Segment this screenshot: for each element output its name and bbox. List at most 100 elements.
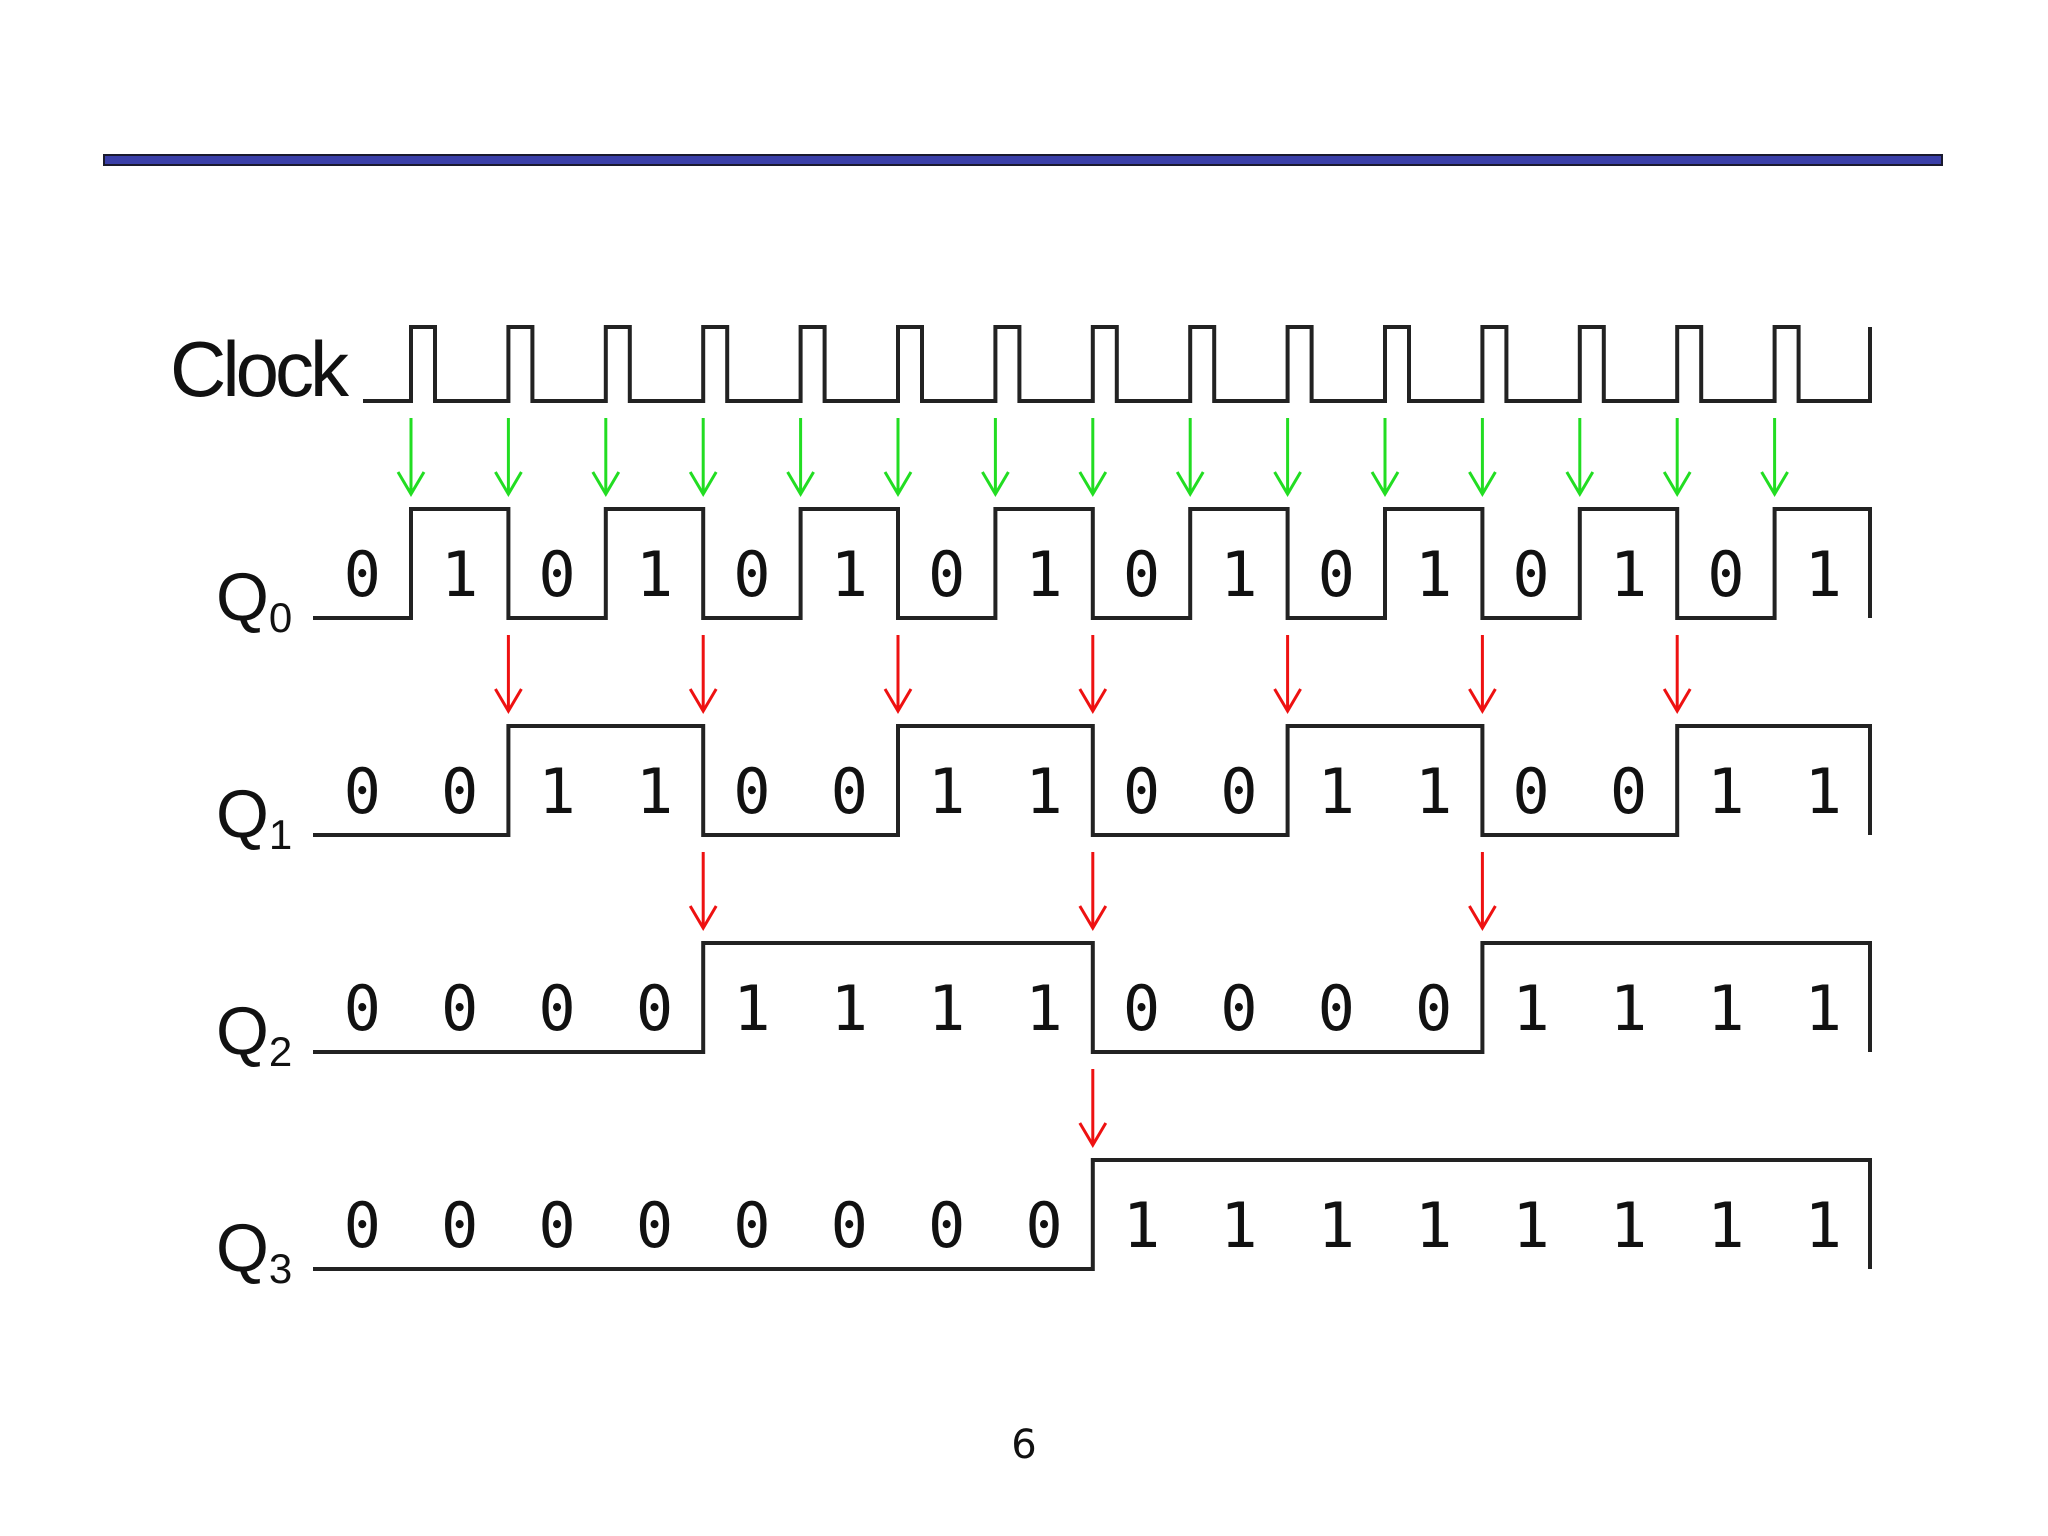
q2-bit: 1 xyxy=(1805,972,1842,1045)
q0-bit: 0 xyxy=(538,538,575,611)
ripple-arrow xyxy=(688,635,718,714)
q2-bit: 1 xyxy=(1025,972,1062,1045)
clock-edge-arrow xyxy=(786,418,815,497)
q1-bit: 0 xyxy=(1220,755,1257,828)
q1-bit: 0 xyxy=(1512,755,1549,828)
q1-bit: 1 xyxy=(538,755,575,828)
clock-edge-arrow-head xyxy=(1565,471,1595,497)
q3-label: Q3 xyxy=(216,1210,292,1292)
clock-edge-arrow-head xyxy=(786,471,815,497)
q1-bit: 1 xyxy=(1707,755,1744,828)
waveforms xyxy=(313,325,1872,1271)
q2-label-sub: 2 xyxy=(269,1028,292,1075)
q2-bit: 1 xyxy=(1512,972,1549,1045)
clock-label: Clock xyxy=(170,325,350,413)
q3-bit: 0 xyxy=(928,1189,965,1262)
clock-edge-arrow xyxy=(883,418,913,497)
clock-edge-arrow xyxy=(1760,418,1789,497)
q1-bit: 1 xyxy=(928,755,965,828)
q3-bit: 0 xyxy=(1025,1189,1062,1262)
q3-bit: 1 xyxy=(1610,1189,1647,1262)
q3-bit: 1 xyxy=(1220,1189,1257,1262)
q3-bit: 0 xyxy=(733,1189,770,1262)
q3-bit: 0 xyxy=(831,1189,868,1262)
clock-edge-arrow xyxy=(1175,418,1205,497)
q1-bit: 1 xyxy=(636,755,673,828)
clock-edge-arrow-head xyxy=(688,471,718,497)
clock-edge-arrow xyxy=(1370,418,1400,497)
q0-bit: 1 xyxy=(831,538,868,611)
q2-bit: 0 xyxy=(1220,972,1257,1045)
page-number: 6 xyxy=(1011,1422,1037,1468)
clock-edge-arrow-head xyxy=(981,471,1010,497)
q3-bit: 0 xyxy=(344,1189,381,1262)
clock-waveform xyxy=(363,325,1872,403)
q0-bit: 1 xyxy=(1610,538,1647,611)
ripple-arrow xyxy=(1468,635,1497,714)
q2-bit: 0 xyxy=(538,972,575,1045)
q0-bit: 0 xyxy=(733,538,770,611)
q2-bit: 1 xyxy=(928,972,965,1045)
ripple-arrow-head xyxy=(1273,688,1302,714)
q0-bit: 1 xyxy=(1220,538,1257,611)
q2-bit: 1 xyxy=(831,972,868,1045)
title-bar xyxy=(103,154,1943,166)
clock-edge-arrow xyxy=(1078,418,1108,497)
clock-edge-arrow xyxy=(396,418,426,497)
q2-label-main: Q xyxy=(216,993,269,1069)
q1-bit: 0 xyxy=(1123,755,1160,828)
q0-waveform xyxy=(313,507,1872,620)
q0-bit: 1 xyxy=(1805,538,1842,611)
q0-label: Q0 xyxy=(216,559,292,641)
ripple-arrow-head xyxy=(1468,905,1497,931)
q1-bit: 1 xyxy=(1025,755,1062,828)
clock-edge-arrow xyxy=(1565,418,1595,497)
q0-bit: 1 xyxy=(636,538,673,611)
ripple-arrow-head xyxy=(1662,688,1692,714)
transition-arrows xyxy=(396,418,1789,1148)
ripple-arrow-head xyxy=(1078,688,1108,714)
ripple-arrow xyxy=(883,635,913,714)
q3-bit: 1 xyxy=(1318,1189,1355,1262)
q3-bit: 1 xyxy=(1512,1189,1549,1262)
q0-bit: 0 xyxy=(1512,538,1549,611)
q0-bit: 1 xyxy=(1415,538,1452,611)
q2-bit: 0 xyxy=(636,972,673,1045)
clock-edge-arrow-head xyxy=(1760,471,1789,497)
q0-bit: 0 xyxy=(1318,538,1355,611)
q1-bit: 1 xyxy=(1415,755,1452,828)
clock-edge-arrow-head xyxy=(1662,471,1692,497)
ripple-arrow-head xyxy=(1078,905,1108,931)
ripple-arrow xyxy=(1662,635,1692,714)
clock-edge-arrow xyxy=(688,418,718,497)
q2-bit: 0 xyxy=(1123,972,1160,1045)
q1-bit: 0 xyxy=(344,755,381,828)
q0-bit: 0 xyxy=(344,538,381,611)
q0-label-main: Q xyxy=(216,559,269,635)
clock-edge-arrow-head xyxy=(1078,471,1108,497)
q2-bit: 1 xyxy=(1610,972,1647,1045)
ripple-arrow-head xyxy=(1078,1122,1108,1148)
clock-edge-arrow-head xyxy=(1175,471,1205,497)
q3-waveform xyxy=(313,1158,1872,1271)
clock-edge-arrow xyxy=(1662,418,1692,497)
q0-label-sub: 0 xyxy=(269,594,292,641)
clock-edge-arrow-head xyxy=(1273,471,1302,497)
q3-label-sub: 3 xyxy=(269,1245,292,1292)
ripple-arrow xyxy=(1078,1069,1108,1148)
q0-bit: 1 xyxy=(1025,538,1062,611)
ripple-arrow xyxy=(1078,852,1108,931)
q2-bit: 0 xyxy=(1415,972,1452,1045)
ripple-arrow-head xyxy=(494,688,523,714)
ripple-arrow-head xyxy=(688,688,718,714)
q1-bit: 0 xyxy=(831,755,868,828)
q2-bit: 0 xyxy=(344,972,381,1045)
q1-label: Q1 xyxy=(216,776,292,858)
q3-label-main: Q xyxy=(216,1210,269,1286)
ripple-arrow xyxy=(1468,852,1497,931)
q3-bit: 1 xyxy=(1707,1189,1744,1262)
q1-label-main: Q xyxy=(216,776,269,852)
q0-bit: 0 xyxy=(1707,538,1744,611)
